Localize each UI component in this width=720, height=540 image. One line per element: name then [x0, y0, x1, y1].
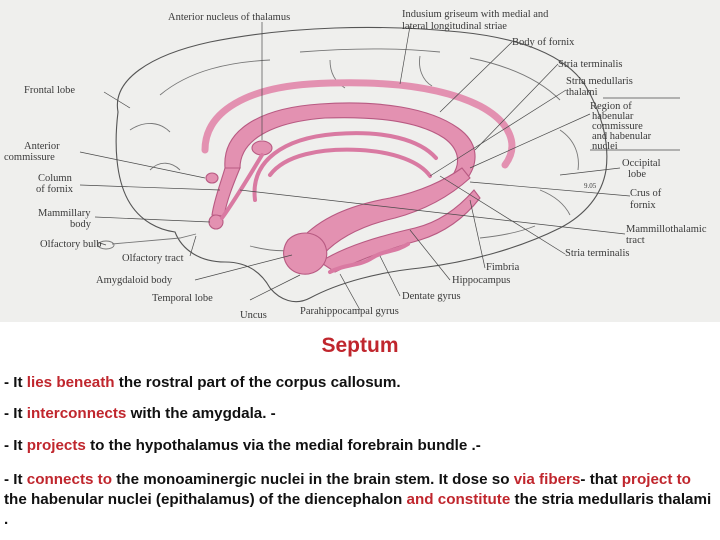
label-column-line2: of fornix — [36, 184, 74, 195]
hippocampus — [299, 167, 471, 259]
mammillothalamic-tract — [220, 153, 264, 220]
paragraph-text: the stria medullaris thalami . — [4, 491, 712, 528]
label-region-line2: habenular — [592, 111, 634, 122]
label-hippocampus: Hippocampus — [452, 275, 510, 286]
highlighted-text: projects — [26, 437, 86, 454]
label-crus-line2: fornix — [630, 200, 656, 211]
slide-title: Septum — [321, 334, 399, 357]
dentate-gyrus — [328, 242, 410, 274]
olfactory-tract — [111, 233, 197, 245]
label-mammillary-line2: body — [70, 219, 92, 230]
label-parahippocampal: Parahippocampal gyrus — [300, 306, 399, 317]
limbic-system-figure: Anterior nucleus of thalamus Indusium gr… — [0, 0, 720, 322]
paragraph-text: to the hypothalamus via the medial foreb… — [85, 437, 481, 454]
highlighted-text: via fibers — [513, 471, 581, 488]
stria-medullaris-arc — [268, 147, 432, 178]
label-fimbria: Fimbria — [486, 262, 520, 273]
figure-labels: Anterior nucleus of thalamus Indusium gr… — [4, 9, 707, 321]
label-indusium-line1: Indusium griseum with medial and — [402, 9, 549, 20]
stria-terminalis-arc — [252, 131, 438, 202]
label-dentate: Dentate gyrus — [402, 291, 461, 302]
paragraph-text: the rostral part of the corpus callosum. — [114, 374, 401, 391]
paragraph-text: - It — [4, 471, 27, 488]
bullet-paragraph-2: - It interconnects with the amygdala. - — [4, 404, 716, 424]
highlighted-text: connects to — [26, 471, 113, 488]
label-body-fornix: Body of fornix — [512, 37, 575, 48]
limbic-system-diagram: Anterior nucleus of thalamus Indusium gr… — [4, 9, 707, 321]
label-stria-medullaris-line1: Stria medullaris — [566, 76, 633, 87]
paragraph-text: - It — [4, 374, 27, 391]
paragraph-text: - It — [4, 437, 27, 454]
label-fig-number: 9.05 — [584, 182, 597, 190]
leader-lines — [79, 22, 680, 311]
anterior-commissure — [205, 172, 219, 184]
label-mammillothalamic-line1: Mammillothalamic — [626, 224, 707, 235]
bullet-paragraph-4: - It connects to the monoaminergic nucle… — [4, 470, 716, 530]
label-mammillothalamic-line2: tract — [626, 235, 645, 246]
label-mammillary-line1: Mammillary — [38, 208, 91, 219]
label-occipital-line2: lobe — [628, 169, 646, 180]
label-olfactory-tract: Olfactory tract — [122, 253, 184, 264]
label-temporal-lobe: Temporal lobe — [152, 293, 213, 304]
highlighted-text: interconnects — [26, 405, 127, 422]
label-stria-terminalis-top: Stria terminalis — [558, 59, 622, 70]
indusium-griseum — [201, 79, 516, 169]
label-region-line5: nuclei — [592, 141, 618, 152]
bullet-paragraph-1: - It lies beneath the rostral part of th… — [4, 373, 716, 393]
paragraph-text: the habenular nuclei (epithalamus) of th… — [4, 491, 407, 508]
label-amygdaloid: Amygdaloid body — [96, 275, 173, 286]
label-region-line1: Region of — [590, 101, 632, 112]
label-stria-medullaris-line2: thalami — [566, 87, 598, 98]
paragraph-text: the monoaminergic nuclei in the brain st… — [112, 471, 514, 488]
label-stria-terminalis-bottom: Stria terminalis — [565, 248, 629, 259]
label-olfactory-bulb: Olfactory bulb — [40, 239, 102, 250]
label-region-line4: and habenular — [592, 131, 652, 142]
brain-outline — [115, 26, 608, 303]
bullet-paragraph-3: - It projects to the hypothalamus via th… — [4, 436, 716, 456]
highlighted-text: project to — [621, 471, 691, 488]
label-region-line3: commissure — [592, 121, 643, 132]
label-anterior-comm-line2: commissure — [4, 152, 55, 163]
paragraph-text: with the amygdala. - — [126, 405, 276, 422]
label-frontal-lobe: Frontal lobe — [24, 85, 75, 96]
highlighted-text: lies beneath — [26, 374, 115, 391]
label-crus-line1: Crus of — [630, 188, 662, 199]
anterior-nucleus — [251, 140, 273, 156]
paragraph-text: - that — [580, 471, 622, 488]
label-occipital-line1: Occipital — [622, 158, 661, 169]
label-indusium-line2: lateral longitudinal striae — [402, 21, 507, 32]
olfactory-bulb-shape — [97, 240, 115, 250]
label-anterior-nucleus: Anterior nucleus of thalamus — [168, 12, 290, 23]
label-uncus: Uncus — [240, 310, 267, 321]
paragraph-text: - It — [4, 405, 27, 422]
label-column-line1: Column — [38, 173, 73, 184]
amygdaloid-body — [283, 232, 328, 275]
sulci-lines — [129, 48, 579, 252]
highlighted-text: and constitute — [406, 491, 511, 508]
label-anterior-comm-line1: Anterior — [24, 141, 60, 152]
